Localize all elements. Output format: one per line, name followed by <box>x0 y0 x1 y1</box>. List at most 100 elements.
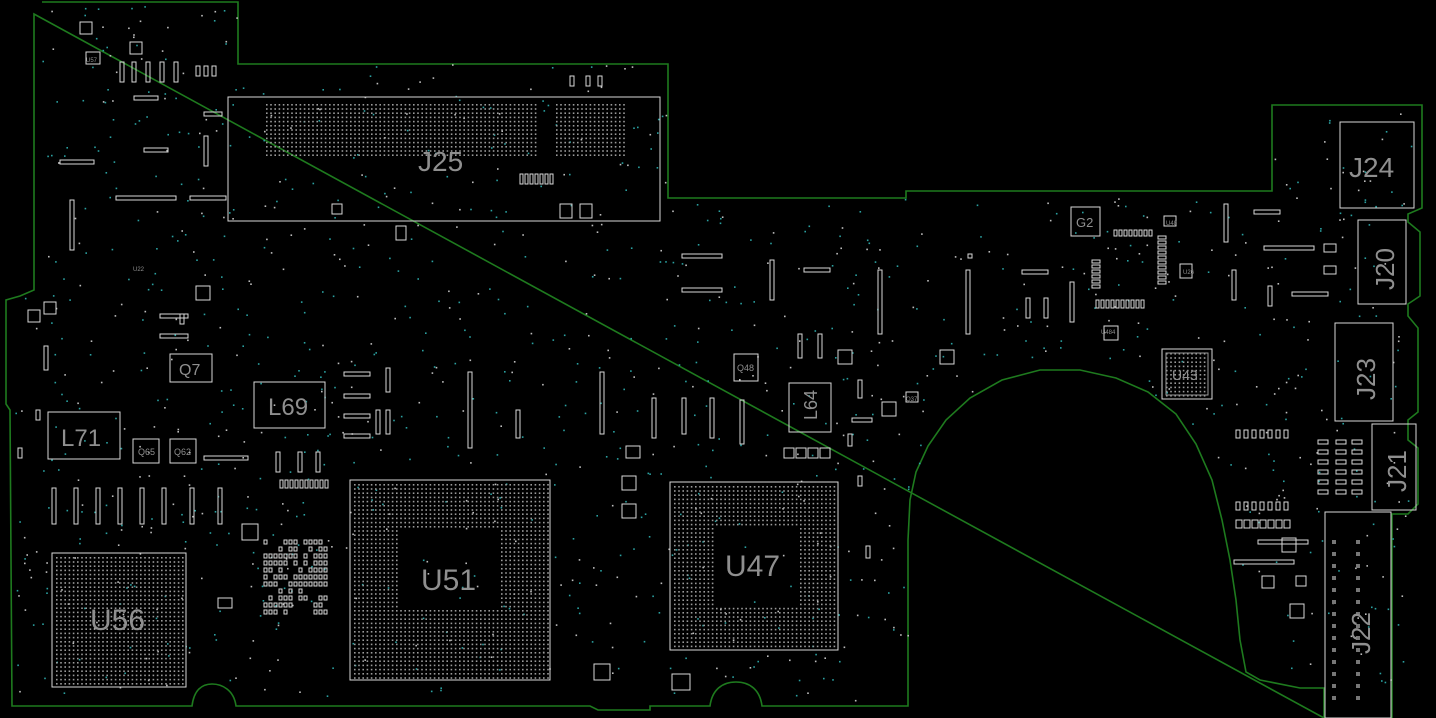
via-dot <box>522 234 524 236</box>
via-dot <box>578 612 581 615</box>
u51-ball <box>446 656 448 658</box>
u51-ball <box>459 652 461 654</box>
u51-ball <box>538 635 541 637</box>
u51-ball <box>446 664 448 667</box>
u56-ball <box>102 586 104 588</box>
u56-ball <box>148 678 150 681</box>
u56-ball <box>177 611 180 614</box>
via-dot <box>1276 498 1278 501</box>
u51-ball <box>379 618 381 620</box>
via-dot <box>307 478 310 481</box>
via-dot <box>342 431 344 434</box>
via-dot <box>1166 392 1168 394</box>
u51-ball <box>496 513 499 515</box>
u47-ball <box>804 637 806 639</box>
u56-ball <box>131 624 134 626</box>
u51-ball <box>530 542 532 545</box>
u56-ball <box>98 683 100 685</box>
u56-ball <box>152 578 155 580</box>
via-dot <box>133 585 136 588</box>
u47-ball <box>821 578 823 580</box>
u51-ball <box>354 500 356 503</box>
via-dot <box>384 192 386 195</box>
u47-ball <box>674 544 676 547</box>
via-dot <box>24 562 26 565</box>
u56-ball <box>152 641 155 643</box>
u56-ball <box>89 636 92 639</box>
u51-ball <box>459 496 461 499</box>
u56-ball <box>60 666 62 668</box>
via-dot <box>375 352 377 354</box>
u51-ball <box>459 505 461 507</box>
u51-ball <box>379 563 381 566</box>
u47-ball <box>724 641 726 643</box>
u47-ball <box>703 515 705 517</box>
u47-ball <box>833 561 836 564</box>
via-dot <box>63 692 66 694</box>
u56-ball <box>123 653 125 656</box>
via-dot <box>644 513 647 515</box>
u47-ball <box>682 620 684 622</box>
u56-ball <box>127 607 129 609</box>
u47-ball <box>686 544 689 547</box>
u47-ball <box>686 507 689 509</box>
u47-ball <box>770 628 773 631</box>
u56-ball <box>98 611 100 614</box>
u51-ball <box>488 517 490 520</box>
u47-ball <box>682 607 684 610</box>
u56-ball <box>106 607 108 609</box>
u51-ball <box>404 618 406 620</box>
via-dot <box>291 188 294 190</box>
u47-ball <box>774 498 777 501</box>
u51-ball <box>375 530 377 532</box>
u56-ball <box>135 620 138 622</box>
u56-ball <box>114 594 117 597</box>
via-dot <box>870 350 873 352</box>
u47-ball <box>749 490 752 492</box>
via-dot <box>42 623 44 625</box>
u51-ball <box>475 618 478 620</box>
via-dot <box>252 640 255 642</box>
via-dot <box>252 563 254 565</box>
via-dot <box>382 503 384 506</box>
u56-ball <box>173 645 176 647</box>
u47-ball <box>770 515 773 517</box>
u51-ball <box>484 488 486 490</box>
u47-ball <box>690 549 693 551</box>
u51-ball <box>459 484 461 486</box>
u56-ball <box>106 628 108 630</box>
u51-ball <box>543 572 545 574</box>
via-dot <box>636 410 639 412</box>
u56-ball <box>119 678 121 681</box>
u51-ball <box>354 597 356 599</box>
u51-ball <box>442 488 444 490</box>
via-dot <box>235 89 237 91</box>
u47-ball <box>808 553 810 555</box>
u56-ball <box>169 565 171 567</box>
u56-ball <box>148 636 150 639</box>
u56-ball <box>119 674 121 677</box>
u47-ball <box>745 490 747 492</box>
u47-ball <box>812 603 815 606</box>
u51-ball <box>522 626 524 629</box>
u56-ball <box>144 565 146 567</box>
u51-ball <box>433 521 436 524</box>
u51-ball <box>459 521 461 524</box>
u51-ball <box>433 492 436 494</box>
u51-ball <box>492 660 495 662</box>
via-dot <box>672 261 675 264</box>
u47-ball <box>728 620 731 622</box>
u51-ball <box>400 643 402 646</box>
via-dot <box>435 366 438 369</box>
via-dot <box>250 283 252 285</box>
u56-ball <box>106 649 108 651</box>
u47-ball <box>770 498 773 501</box>
u56-ball <box>148 573 150 576</box>
u47-ball <box>724 628 726 631</box>
u51-ball <box>375 547 377 549</box>
via-dot <box>229 679 232 682</box>
u56-ball <box>64 620 66 622</box>
u51-ball <box>538 513 541 515</box>
u51-ball <box>429 484 432 486</box>
u47-ball <box>678 528 680 530</box>
